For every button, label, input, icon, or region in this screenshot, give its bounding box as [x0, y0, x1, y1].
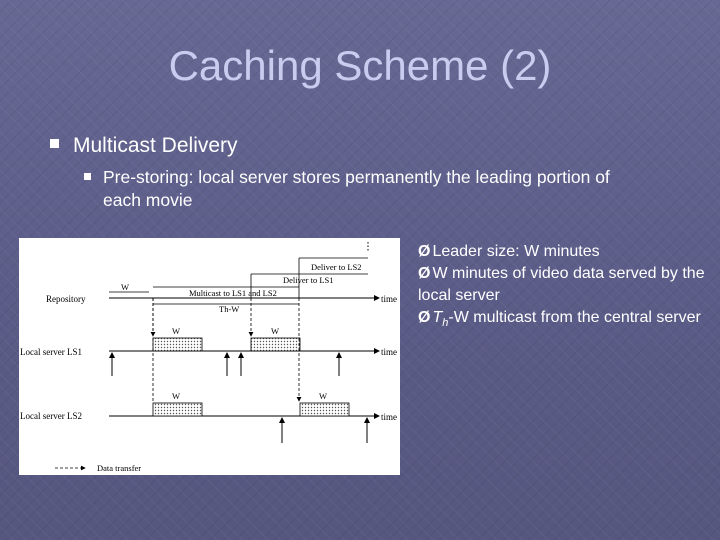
deliver-ls2-label: Deliver to LS2: [311, 262, 362, 272]
row-label-ls2: Local server LS2: [20, 411, 82, 421]
square-bullet-icon: [50, 139, 59, 148]
note-text: -W multicast from the central server: [448, 309, 701, 326]
note-symbol-t: T: [432, 309, 443, 326]
time-label: time: [381, 294, 397, 304]
ls1-w-block-1: [152, 337, 203, 352]
arrow-bullet-icon: Ø: [418, 265, 431, 282]
row-label-ls1: Local server LS1: [20, 347, 82, 357]
ls1-w-block-2: [250, 337, 301, 352]
deliver-ls1-label: Deliver to LS1: [283, 275, 334, 285]
bullet-pre-storing: Pre-storing: local server stores permane…: [84, 166, 694, 212]
caching-timeline-figure: Repository Local server LS1 Local server…: [19, 238, 400, 475]
ls2-w-block-2: [299, 402, 350, 417]
ls2-w-block-1: [152, 402, 203, 417]
bullet-text: Multicast Delivery: [73, 134, 238, 157]
time-label: time: [381, 347, 397, 357]
arrow-bullet-icon: Ø: [418, 309, 431, 326]
bullet-multicast-delivery: Multicast Delivery: [50, 134, 238, 158]
time-label: time: [381, 412, 397, 422]
note-subscript-h: h: [442, 317, 449, 330]
th-w-label: Th-W: [219, 304, 239, 314]
square-bullet-icon: [84, 173, 91, 180]
arrow-bullet-icon: Ø: [418, 243, 431, 260]
multicast-label: Multicast to LS1 and LS2: [189, 288, 277, 298]
w-label-ls1-a: W: [172, 326, 180, 336]
row-label-repository: Repository: [46, 294, 86, 304]
bullet-text-line1: Pre-storing: local server stores permane…: [103, 167, 610, 187]
w-label-ls2-a: W: [172, 391, 180, 401]
w-label-ls2-b: W: [319, 391, 327, 401]
slide-title: Caching Scheme (2): [168, 42, 552, 89]
note-text: Leader size: W minutes: [432, 243, 600, 260]
note-text: W minutes of video data served by the lo…: [418, 265, 705, 304]
bullet-text-line2: each movie: [103, 190, 193, 210]
legend-label: Data transfer: [97, 463, 141, 473]
w-label-ls1-b: W: [271, 326, 279, 336]
w-label-repository: W: [121, 282, 129, 292]
